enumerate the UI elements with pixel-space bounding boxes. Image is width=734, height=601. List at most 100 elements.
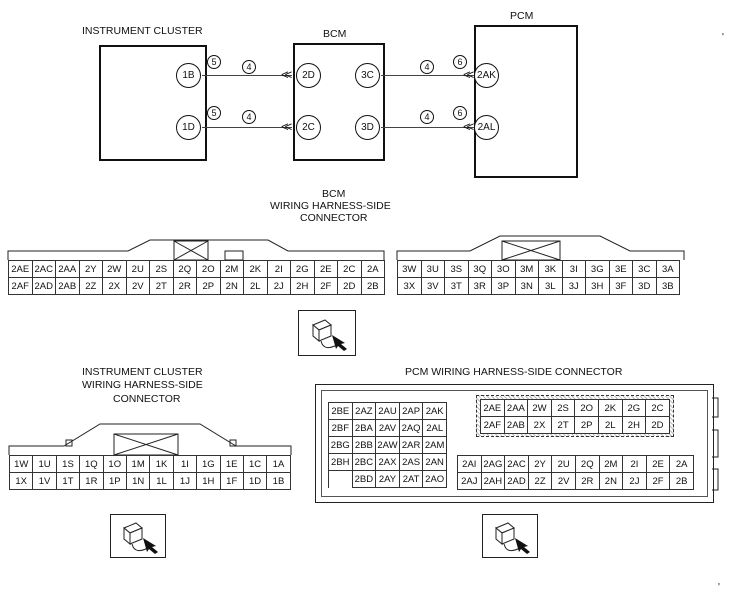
pin-cell: 3R [468,278,492,295]
connector-chevron: << [281,67,292,82]
pin-cell: 2W [103,261,127,278]
pin-cell: 2AE [481,400,505,417]
pin-cell: 2F [314,278,338,295]
ic-connector-title-2: WIRING HARNESS-SIDE [82,379,203,391]
pin-cell: 2AW [376,437,400,454]
pin-cell: 3H [586,278,610,295]
pin-cell: 2L [244,278,268,295]
pin-cell: 2C [338,261,362,278]
connector-view-arrow-icon [298,310,356,356]
pin-3d: 3D [355,115,380,140]
wire-number: 5 [207,106,221,120]
pin-cell: 1W [10,456,34,473]
pin-cell: 2H [622,417,647,434]
pin-cell: 3L [539,278,563,295]
pin-cell: 2O [197,261,221,278]
pcm-title: PCM [510,10,534,22]
pin-cell: 2M [599,456,624,473]
pin-cell: 2AU [376,403,400,420]
pin-cell: 2N [220,278,244,295]
instrument-cluster-title: INSTRUMENT CLUSTER [82,25,203,37]
pin-cell: 3F [609,278,633,295]
pin-cell: 2AF [9,278,33,295]
wire-number: 5 [207,55,221,69]
pin-cell: 3C [633,261,657,278]
pin-cell: 2X [103,278,127,295]
pin-cell: 2P [575,417,599,434]
pin-2ak: 2AK [474,63,499,88]
pin-cell: 2AT [399,471,424,488]
pcm-connector-side-tabs [712,397,719,491]
pin-cell: 1H [197,473,221,490]
pin-cell: 1N [126,473,151,490]
pin-cell: 2B [361,278,385,295]
pin-cell: 1O [103,456,127,473]
pcm-connector-title: PCM WIRING HARNESS-SIDE CONNECTOR [405,366,623,378]
bcm-box [293,43,385,161]
pin-cell: 2AL [423,420,447,437]
pin-cell: 2V [552,473,576,490]
pin-cell: 1G [197,456,221,473]
pcm-box [474,25,578,178]
pin-cell: 2J [623,473,647,490]
pin-cell: 2AB [504,417,529,434]
pin-cell: 2AD [32,278,56,295]
pin-cell: 2BD [352,471,377,488]
pin-cell: 3N [515,278,539,295]
pin-cell: 2AH [481,473,506,490]
pin-cell: 2V [126,278,150,295]
pin-cell: 1L [150,473,174,490]
pin-cell: 2P [197,278,221,295]
bcm-connector-title-1: BCM [322,188,346,200]
pin-cell: 2BF [329,420,353,437]
ic-connector-title-1: INSTRUMENT CLUSTER [82,366,203,378]
wire-number: 4 [420,110,434,124]
pin-cell: 2C [646,400,670,417]
bcm-connector-title-3: CONNECTOR [300,212,368,224]
pin-cell: 2B [670,473,694,490]
pin-cell: 2AZ [352,403,377,420]
bcm-title: BCM [323,28,347,40]
pin-cell: 2AA [504,400,529,417]
pin-cell: 1S [56,456,81,473]
pin-cell: 2AC [505,456,529,473]
pin-cell: 2I [267,261,291,278]
pin-cell: 2G [291,261,315,278]
pin-cell: 2A [670,456,694,473]
pin-cell: 2AO [423,471,447,488]
pin-cell: 2BG [329,437,353,454]
pin-cell: 3T [445,278,469,295]
pin-cell: 1Q [80,456,104,473]
pin-cell: 1C [243,456,268,473]
pin-cell: 1R [80,473,104,490]
wire-number: 6 [453,106,467,120]
pin-cell: 2U [552,456,576,473]
pin-cell: 1B [267,473,291,490]
connector-chevron: << [463,67,474,82]
pin-cell: 2H [291,278,315,295]
pin-cell: 2BE [329,403,353,420]
pin-cell: 3W [398,261,422,278]
pin-cell: 2S [551,400,576,417]
pin-cell: 2AF [481,417,505,434]
wire-number: 4 [242,110,256,124]
connector-chevron: << [281,119,292,134]
pin-cell: 3B [656,278,680,295]
pin-cell: 3Q [468,261,492,278]
pin-cell: 2AM [423,437,447,454]
pin-cell: 2E [646,456,671,473]
pin-cell: 2BC [352,454,377,471]
edge-mark: ' [722,32,724,43]
pin-cell: 3A [656,261,680,278]
connector-chevron: << [463,119,474,134]
pin-cell: 2T [551,417,576,434]
pin-cell: 1K [150,456,174,473]
pin-cell: 2F [646,473,671,490]
pin-cell: 2R [173,278,197,295]
wire-3d-2al [381,127,475,128]
wire-3c-2ak [381,75,475,76]
pin-cell: 3M [515,261,539,278]
pin-2al: 2AL [474,115,499,140]
